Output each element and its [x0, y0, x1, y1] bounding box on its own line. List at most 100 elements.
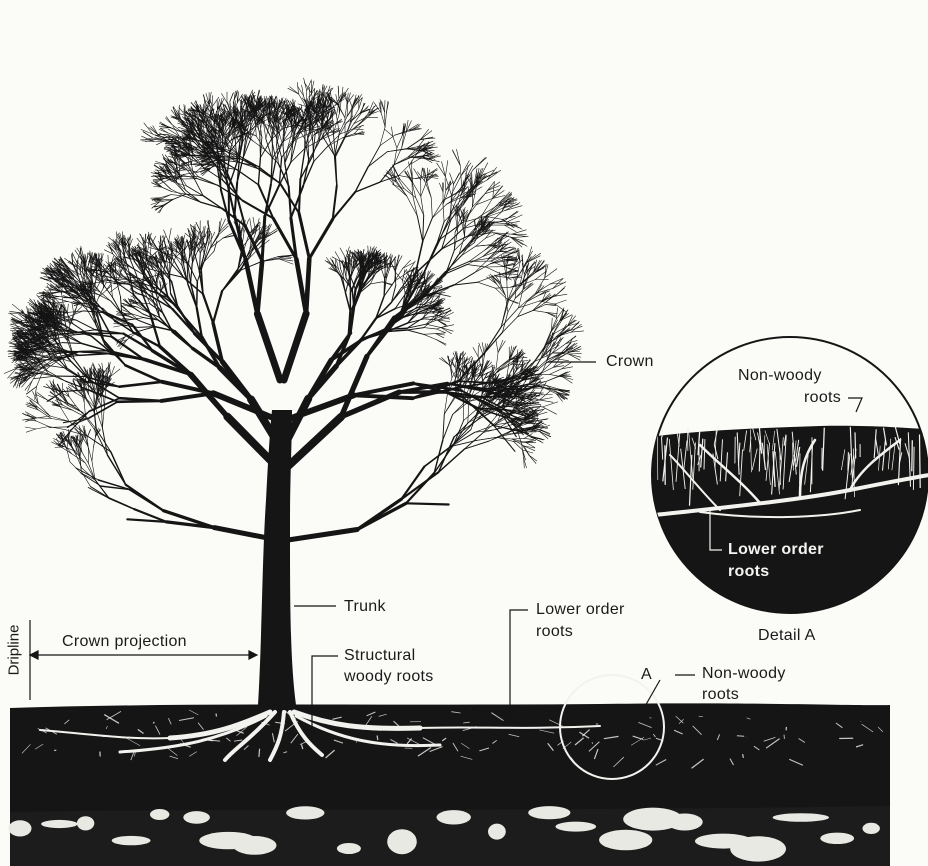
branch: [72, 253, 77, 263]
branch: [130, 259, 136, 273]
branch: [426, 324, 441, 327]
branch: [396, 256, 402, 267]
branch: [197, 282, 198, 308]
branch: [173, 332, 193, 349]
branch: [446, 256, 462, 272]
branch: [476, 238, 486, 246]
branch: [160, 187, 171, 192]
branch: [201, 202, 223, 208]
branch: [515, 290, 525, 298]
branch: [423, 218, 433, 242]
branch: [210, 238, 223, 248]
branch: [519, 301, 540, 308]
branch: [500, 284, 506, 296]
branch: [441, 312, 453, 318]
branch: [427, 182, 431, 198]
branch: [278, 258, 291, 259]
branch: [527, 293, 537, 301]
branch: [539, 296, 555, 301]
branch: [487, 167, 496, 180]
branch: [407, 330, 423, 334]
branch: [519, 294, 536, 308]
branch: [132, 314, 144, 318]
branch: [79, 354, 110, 356]
branch: [133, 307, 143, 314]
branch: [535, 284, 550, 294]
branch: [152, 202, 160, 209]
branch: [539, 291, 549, 295]
branch: [437, 163, 446, 176]
branch: [407, 196, 418, 216]
branch: [150, 246, 151, 258]
branch: [476, 245, 490, 246]
branch: [188, 229, 191, 240]
branch: [423, 215, 424, 241]
branch: [354, 395, 413, 398]
branch: [454, 173, 460, 184]
branch: [257, 314, 280, 380]
branch: [65, 258, 73, 264]
branch: [76, 320, 95, 330]
branch: [478, 282, 496, 288]
branch: [417, 216, 422, 242]
branch: [421, 182, 427, 197]
branch: [457, 149, 461, 165]
branch: [493, 182, 495, 198]
branch: [235, 182, 238, 215]
branch: [258, 158, 260, 185]
branch: [344, 268, 346, 278]
branch: [470, 175, 471, 190]
branch: [340, 261, 341, 269]
branch: [240, 138, 241, 158]
branch: [534, 310, 547, 312]
branch: [4, 368, 16, 373]
branch: [33, 376, 56, 379]
branch: [527, 295, 539, 302]
branch: [237, 170, 259, 185]
branch: [203, 196, 222, 209]
branch: [445, 178, 446, 190]
branch: [460, 165, 462, 187]
branch: [452, 150, 460, 166]
branch: [533, 305, 546, 311]
branch: [178, 307, 195, 334]
crown-branches: [4, 78, 584, 540]
branch: [511, 237, 523, 245]
branch: [486, 267, 500, 274]
branch: [442, 162, 446, 177]
branch: [212, 97, 219, 107]
branch: [201, 248, 210, 268]
branch: [403, 260, 411, 268]
branch: [237, 93, 238, 102]
branch: [495, 287, 510, 288]
branch: [446, 261, 470, 271]
branch: [196, 222, 201, 233]
branch: [505, 212, 518, 220]
branch: [546, 376, 559, 381]
branch: [169, 228, 172, 242]
branch: [370, 282, 382, 284]
branch: [222, 269, 238, 291]
branch: [417, 306, 430, 308]
branch: [284, 314, 306, 380]
branch: [423, 239, 440, 274]
branch: [559, 313, 566, 321]
branch: [222, 362, 251, 400]
branch: [221, 190, 229, 221]
branch: [569, 354, 581, 360]
branch: [449, 200, 451, 221]
branch: [210, 235, 218, 249]
branch: [230, 93, 233, 102]
branch: [165, 118, 172, 125]
branch: [443, 191, 446, 205]
branch: [109, 278, 122, 279]
branch: [382, 282, 392, 285]
branch: [569, 354, 581, 357]
branch: [244, 234, 249, 250]
branch: [163, 199, 173, 200]
branch: [445, 161, 447, 177]
branch: [555, 300, 566, 304]
branch: [421, 168, 423, 180]
branch: [384, 279, 385, 297]
